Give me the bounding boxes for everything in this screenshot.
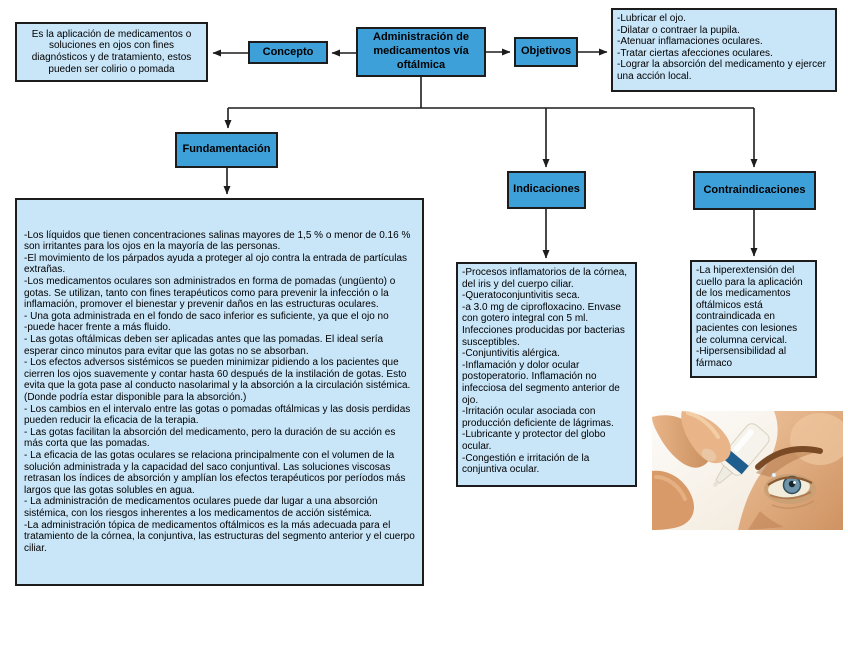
panel-indicaciones-list: -Procesos inflamatorios de la córnea, de… <box>456 262 637 487</box>
panel-concepto-description: Es la aplicación de medicamentos o soluc… <box>15 22 208 82</box>
fundamentacion-label: Fundamentación <box>182 143 271 156</box>
indicacion-item: -Queratoconjuntivitis seca. <box>462 290 580 302</box>
node-main-topic: Administración de medicamentos vía oftál… <box>356 27 486 77</box>
contraindicacion-item: -Hipersensibilidad al fármaco <box>696 346 787 369</box>
indicacion-item: -Congestión e irritación de la conjuntiv… <box>462 452 590 476</box>
indicacion-item: -a 3.0 mg de ciprofloxacino. Envase con … <box>462 301 625 348</box>
node-contraindicaciones: Contraindicaciones <box>693 171 816 210</box>
node-objetivos: Objetivos <box>514 37 578 67</box>
contraindicacion-item: -La hiperextensión del cuello para la ap… <box>696 265 803 346</box>
panel-fundamentacion-text: -Los líquidos que tienen concentraciones… <box>15 198 424 586</box>
panel-contraindicaciones-list: -La hiperextensión del cuello para la ap… <box>690 260 817 378</box>
fundamentacion-item: -La administración tópica de medicamento… <box>24 519 415 554</box>
fundamentacion-item: - Los cambios en el intervalo entre las … <box>24 403 411 427</box>
contraindicaciones-label: Contraindicaciones <box>703 183 806 196</box>
node-fundamentacion: Fundamentación <box>175 132 278 168</box>
fundamentacion-item: -Los líquidos que tienen concentraciones… <box>24 229 411 253</box>
indicacion-item: -Procesos inflamatorios de la córnea, de… <box>462 267 628 290</box>
fundamentacion-item: - Las gotas facilitan la absorción del m… <box>24 426 396 450</box>
fundamentacion-item: -El movimiento de los párpados ayuda a p… <box>24 252 408 276</box>
concepto-label: Concepto <box>262 45 314 58</box>
eye-drops-photo <box>652 411 843 530</box>
node-concepto: Concepto <box>248 41 328 64</box>
objetivo-item: -Lubricar el ojo. <box>617 13 686 24</box>
node-indicaciones: Indicaciones <box>507 171 586 209</box>
objetivo-item: -Dilatar o contraer la pupila. <box>617 24 740 36</box>
fundamentacion-item: - Las gotas oftálmicas deben ser aplicad… <box>24 334 384 357</box>
fundamentacion-item: - La eficacia de las gotas oculares se r… <box>24 449 406 496</box>
objetivo-item: -Tratar ciertas afecciones oculares. <box>617 47 773 59</box>
objetivo-item: -Lograr la absorción del medicamento y e… <box>617 59 826 82</box>
fundamentacion-item: -puede hacer frente a más fluido. <box>24 322 171 334</box>
indicaciones-label: Indicaciones <box>513 183 580 196</box>
main-topic-label: Administración de medicamentos vía oftál… <box>373 31 469 71</box>
fundamentacion-item: - Los efectos adversos sistémicos se pue… <box>24 357 411 403</box>
fundamentacion-item: -Los medicamentos oculares son administr… <box>24 276 396 311</box>
objetivos-label: Objetivos <box>520 45 572 58</box>
fundamentacion-item: - La administración de medicamentos ocul… <box>24 496 378 519</box>
fundamentacion-item: - Una gota administrada en el fondo de s… <box>24 310 389 322</box>
indicacion-item: -Inflamación y dolor ocular postoperator… <box>462 359 620 406</box>
panel-objetivos-list: -Lubricar el ojo. -Dilatar o contraer la… <box>611 8 837 92</box>
objetivo-item: -Atenuar inflamaciones oculares. <box>617 36 763 48</box>
indicacion-item: -Conjuntivitis alérgica. <box>462 348 560 360</box>
indicacion-item: -Lubricante y protector del globo ocular… <box>462 429 606 452</box>
indicacion-item: -Irritación ocular asociada con producci… <box>462 406 614 429</box>
concepto-description-text: Es la aplicación de medicamentos o soluc… <box>31 28 192 75</box>
